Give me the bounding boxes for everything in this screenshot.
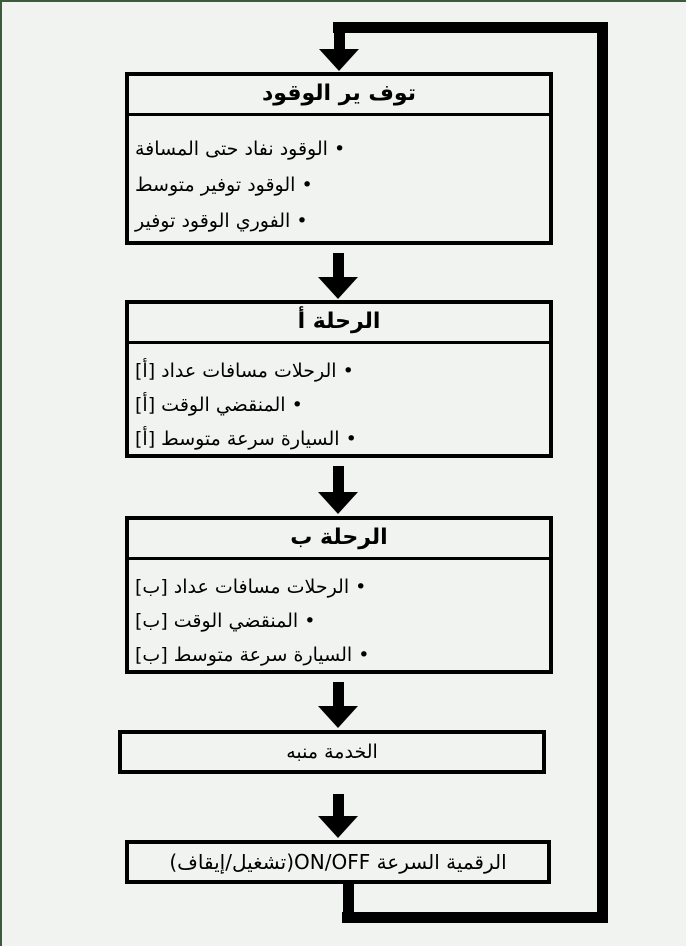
trip-b-items: [ب]‎ عداد‎ مسافات‎ الرحلات • [ب]‎ الوقت‎… [129,560,549,672]
trip-a-items: [أ]‎ عداد‎ مسافات‎ الرحلات • [أ]‎ الوقت‎… [129,344,549,456]
service-reminder-box: منبه‎ الخدمة [118,730,546,774]
list-item: [أ]‎ عداد‎ مسافات‎ الرحلات • [135,360,354,382]
flow-line-1-2 [333,253,344,280]
loop-line-bottom [342,912,608,923]
digital-speed-label: (إيقاف‎/‎تشغيل)‎ON/OFF السرعة‎ الرقمية [169,850,507,874]
list-item: توفير‎ الوقود‎ الفوري • [135,210,308,232]
list-item: [ب]‎ عداد‎ مسافات‎ الرحلات • [135,576,367,598]
trip-b-box: الرحلة‎ ب [ب]‎ عداد‎ مسافات‎ الرحلات • [… [125,516,553,674]
trip-a-title: الرحلة‎ أ [129,304,549,344]
loop-line-right [597,22,608,923]
arrow-down-icon [318,492,358,514]
arrow-down-icon [319,49,359,71]
loop-line-bottom-stub [343,881,354,923]
fuel-economy-title: توف‎ ير‎ الوقود [129,76,549,116]
fuel-economy-items: المسافة‎ حتى‎ نفاد‎ الوقود • متوسط‎ توفي… [129,116,549,239]
list-item: [أ]‎ الوقت‎ المنقضي • [135,394,303,416]
list-item: [أ]‎ متوسط‎ سرعة‎ السيارة • [135,428,357,450]
fuel-economy-box: توف‎ ير‎ الوقود المسافة‎ حتى‎ نفاد‎ الوق… [125,72,553,245]
arrow-down-icon [318,277,358,299]
digital-speed-box: (إيقاف‎/‎تشغيل)‎ON/OFF السرعة‎ الرقمية [125,840,551,884]
trip-b-title: الرحلة‎ ب [129,520,549,560]
list-item: [ب]‎ متوسط‎ سرعة‎ السيارة • [135,644,370,666]
flow-line-entry [334,30,345,52]
flow-line-3-4 [333,682,344,709]
flow-line-4-5 [333,794,344,819]
list-item: [ب]‎ الوقت‎ المنقضي • [135,610,316,632]
flow-line-2-3 [333,466,344,494]
trip-a-box: الرحلة‎ أ [أ]‎ عداد‎ مسافات‎ الرحلات • [… [125,300,553,458]
loop-line-top [333,22,608,33]
service-reminder-label: منبه‎ الخدمة [286,741,378,763]
list-item: المسافة‎ حتى‎ نفاد‎ الوقود • [135,138,346,160]
list-item: متوسط‎ توفير‎ الوقود • [135,174,313,196]
arrow-down-icon [318,706,358,728]
arrow-down-icon [318,816,358,838]
